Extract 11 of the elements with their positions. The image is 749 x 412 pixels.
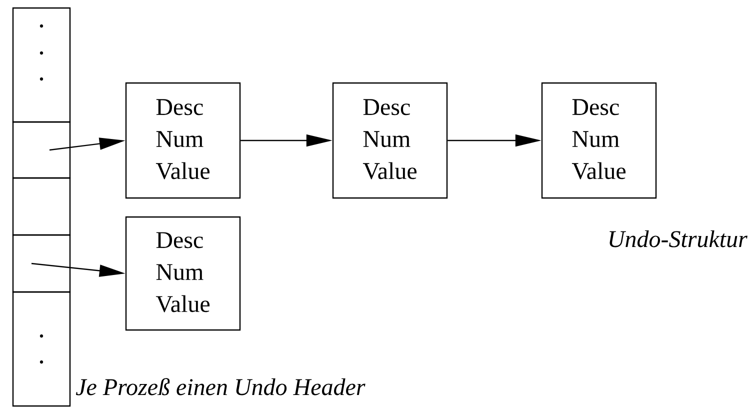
record-box: Desc Num Value [125,216,241,331]
table-cell [12,7,71,123]
record-box: Desc Num Value [125,82,241,199]
record-box: Desc Num Value [541,82,657,199]
table-cell [12,121,71,179]
caption-text: Je Prozeß einen Undo Header [76,378,366,396]
table-cell [12,234,71,293]
record-box: Desc Num Value [332,82,448,199]
table-cell [12,291,71,407]
table-cell [12,177,71,236]
caption-text: Undo-Struktur [610,230,748,248]
